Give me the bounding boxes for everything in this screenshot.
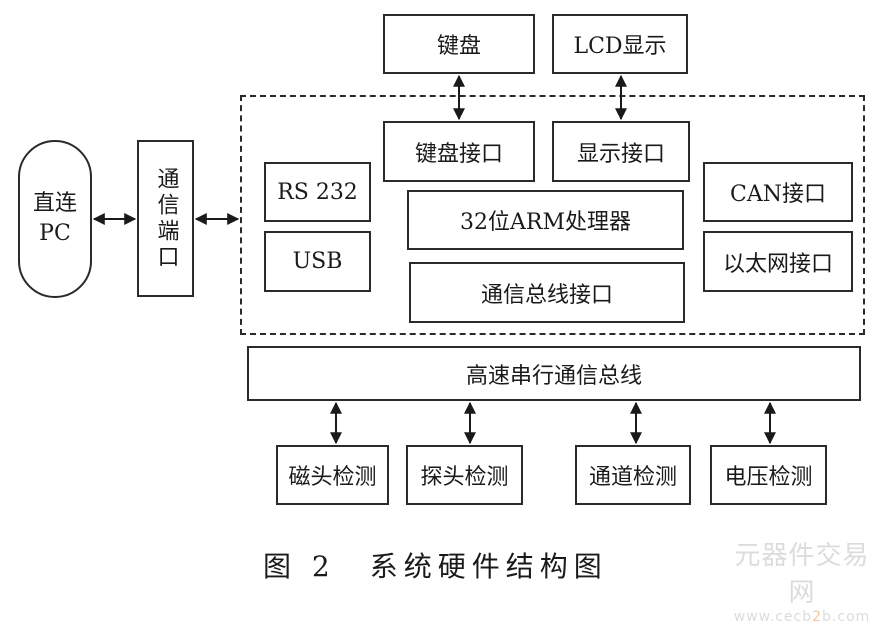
- detector-label: 电压检测: [724, 465, 813, 490]
- usb-label: USB: [292, 249, 343, 274]
- detector-box-channel: 通道检测: [575, 445, 691, 505]
- rs232-box: RS 232: [264, 162, 371, 222]
- display-interface-box: 显示接口: [552, 121, 690, 182]
- ethernet-interface-label: 以太网接口: [722, 251, 833, 277]
- watermark-url-mid: 2: [812, 609, 823, 625]
- comm-port-box: 通信端口: [137, 140, 194, 297]
- display-interface-label: 显示接口: [576, 141, 665, 167]
- usb-box: USB: [264, 231, 371, 292]
- bus-label: 高速串行通信总线: [465, 363, 642, 389]
- detector-box-probe: 探头检测: [406, 445, 523, 505]
- arm-processor-label: 32位ARM处理器: [460, 210, 631, 235]
- high-speed-serial-bus: 高速串行通信总线: [247, 346, 861, 401]
- can-interface-box: CAN接口: [703, 162, 853, 222]
- watermark: 元器件交易网 www.cecb2b.com: [722, 535, 882, 625]
- watermark-url-pre: www.cecb: [733, 609, 813, 625]
- detector-label: 探头检测: [420, 465, 509, 490]
- pc-label-line2: PC: [39, 221, 71, 246]
- direct-pc-node: 直连 PC: [18, 140, 92, 298]
- watermark-url: www.cecb2b.com: [722, 609, 882, 625]
- keyboard-box: 键盘: [383, 14, 535, 74]
- arm-processor-box: 32位ARM处理器: [407, 190, 684, 250]
- lcd-display-box: LCD显示: [552, 14, 688, 74]
- detector-label: 通道检测: [588, 465, 677, 490]
- watermark-url-post: b.com: [822, 609, 871, 625]
- keyboard-interface-label: 键盘接口: [414, 141, 503, 167]
- detector-box-magnetic-head: 磁头检测: [276, 445, 389, 505]
- keyboard-interface-box: 键盘接口: [383, 121, 535, 182]
- rs232-label: RS 232: [277, 179, 358, 205]
- detector-label: 磁头检测: [288, 465, 377, 490]
- can-interface-label: CAN接口: [730, 182, 826, 207]
- keyboard-label: 键盘: [436, 34, 481, 59]
- pc-label-line1: 直连: [32, 191, 77, 216]
- detector-box-voltage: 电压检测: [710, 445, 827, 505]
- bus-interface-label: 通信总线接口: [480, 282, 613, 308]
- lcd-display-label: LCD显示: [573, 34, 667, 59]
- comm-port-label: 通信端口: [153, 166, 179, 271]
- controller-board-boundary: [240, 95, 865, 335]
- bus-interface-box: 通信总线接口: [409, 262, 685, 323]
- ethernet-interface-box: 以太网接口: [703, 231, 853, 292]
- figure-caption: 图 2 系统硬件结构图: [263, 550, 608, 583]
- connection-arrows: [92, 74, 776, 445]
